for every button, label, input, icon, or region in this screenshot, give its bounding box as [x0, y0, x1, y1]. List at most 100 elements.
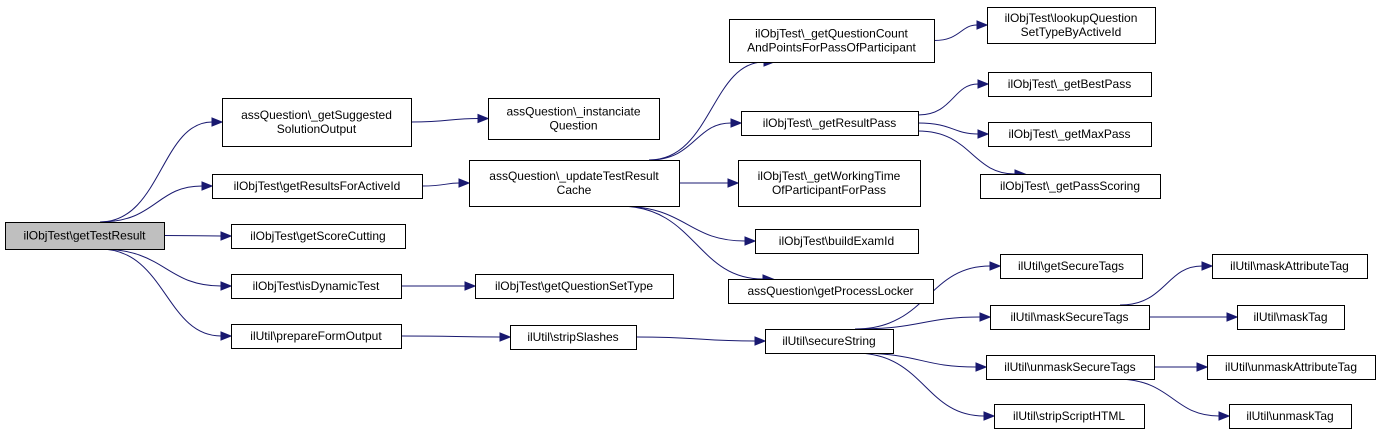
arrowhead-n19-n26 [983, 411, 996, 421]
node-label: ilUtil\unmaskSecureTags [1004, 360, 1135, 374]
node-n9[interactable]: ilObjTest\_getMaxPass [988, 122, 1152, 147]
arrowhead-n4-n12 [744, 236, 757, 246]
node-n14[interactable]: ilObjTest\getScoreCutting [231, 224, 406, 249]
node-label: assQuestion\getProcessLocker [747, 284, 913, 298]
arrowhead-n19-n20 [989, 261, 1002, 271]
node-n6[interactable]: ilObjTest\lookupQuestionSetTypeByActiveI… [987, 7, 1156, 44]
node-label: ilObjTest\_getBestPass [1008, 77, 1131, 91]
node-box [980, 174, 1161, 199]
edges-layer [99, 20, 1239, 421]
arrowhead-n4-n11 [727, 178, 740, 188]
node-label: ilObjTest\_getResultPass [763, 116, 896, 130]
node-box [755, 229, 919, 254]
node-n5[interactable]: ilObjTest\_getQuestionCountAndPointsForP… [729, 19, 935, 63]
node-box [990, 305, 1150, 330]
node-n26[interactable]: ilUtil\stripScriptHTML [994, 404, 1145, 429]
node-n18[interactable]: ilUtil\stripSlashes [510, 325, 637, 350]
node-label: Cache [557, 183, 592, 197]
edge-n7-n8 [917, 83, 979, 116]
node-n22[interactable]: ilUtil\maskAttributeTag [1212, 254, 1368, 279]
arrowhead-root-n15 [220, 281, 233, 291]
edge-root-n14 [163, 235, 222, 237]
arrowhead-n21-n22 [1201, 261, 1214, 271]
edge-n1-n2 [410, 118, 479, 123]
arrowhead-root-n14 [220, 231, 233, 241]
node-box [5, 222, 165, 250]
node-label: ilObjTest\_getQuestionCount [755, 27, 908, 41]
node-label: ilObjTest\getTestResult [23, 229, 146, 243]
edge-n7-n9 [917, 122, 979, 135]
node-n23[interactable]: ilUtil\maskTag [1237, 305, 1345, 330]
node-n3[interactable]: ilObjTest\getResultsForActiveId [212, 174, 423, 199]
edge-n5-n6 [933, 24, 978, 41]
node-label: ilObjTest\_getWorkingTime [758, 169, 901, 183]
node-label: ilUtil\maskAttributeTag [1230, 259, 1349, 273]
edge-n19-n21 [854, 316, 981, 330]
node-label: ilUtil\maskTag [1253, 310, 1327, 324]
node-n24[interactable]: ilUtil\unmaskSecureTags [986, 355, 1155, 380]
node-box [475, 274, 674, 299]
edge-n7-n10 [917, 130, 1016, 175]
node-n10[interactable]: ilObjTest\_getPassScoring [980, 174, 1161, 199]
node-label: Question [549, 119, 597, 133]
node-n11[interactable]: ilObjTest\_getWorkingTimeOfParticipantFo… [738, 160, 921, 207]
node-n17[interactable]: ilUtil\prepareFormOutput [231, 324, 402, 349]
arrowhead-n7-n9 [977, 129, 990, 139]
node-label: SetTypeByActiveId [1021, 25, 1122, 39]
edge-n3-n4 [421, 182, 460, 187]
arrowhead-n7-n8 [977, 79, 990, 89]
edge-n18-n19 [635, 336, 756, 342]
node-box [728, 279, 934, 304]
node-n13[interactable]: assQuestion\getProcessLocker [728, 279, 934, 304]
node-n21[interactable]: ilUtil\maskSecureTags [990, 305, 1150, 330]
node-box [510, 325, 637, 350]
nodes-layer: ilObjTest\getTestResult assQuestion\_getS… [5, 7, 1376, 429]
node-box [231, 324, 402, 349]
edge-n19-n26 [854, 352, 985, 417]
node-n16[interactable]: ilObjTest\getQuestionSetType [475, 274, 674, 299]
arrowhead-n17-n18 [499, 332, 512, 342]
arrowhead-n19-n21 [979, 312, 992, 322]
node-box [987, 7, 1156, 44]
edge-n24-n27 [1115, 378, 1220, 417]
arrowhead-n3-n4 [458, 178, 471, 188]
node-root[interactable]: ilObjTest\getTestResult [5, 222, 165, 250]
node-label: SolutionOutput [277, 122, 357, 136]
node-box [212, 174, 423, 199]
node-label: ilObjTest\getScoreCutting [250, 229, 385, 243]
arrowhead-n1-n2 [477, 113, 490, 124]
node-n27[interactable]: ilUtil\unmaskTag [1229, 404, 1352, 429]
node-box [988, 122, 1152, 147]
node-n15[interactable]: ilObjTest\isDynamicTest [231, 274, 402, 299]
arrowhead-root-n1 [211, 117, 224, 127]
arrowhead-root-n17 [220, 331, 233, 341]
arrowhead-n21-n23 [1226, 312, 1239, 322]
arrowhead-n5-n6 [976, 20, 989, 30]
node-box [994, 404, 1145, 429]
edge-root-n1 [99, 121, 213, 223]
node-label: ilObjTest\lookupQuestion [1005, 11, 1138, 25]
node-label: ilUtil\stripSlashes [527, 330, 618, 344]
node-label: ilObjTest\getQuestionSetType [495, 279, 653, 293]
node-n25[interactable]: ilUtil\unmaskAttributeTag [1207, 355, 1376, 380]
node-label: ilUtil\unmaskAttributeTag [1225, 360, 1357, 374]
node-label: ilUtil\prepareFormOutput [250, 329, 382, 343]
node-label: AndPointsForPassOfParticipant [747, 41, 916, 55]
node-box [986, 355, 1155, 380]
node-n19[interactable]: ilUtil\secureString [765, 329, 894, 354]
arrowhead-n19-n24 [975, 362, 988, 372]
node-n7[interactable]: ilObjTest\_getResultPass [741, 111, 919, 136]
edge-n4-n13 [618, 205, 764, 280]
edge-n4-n12 [618, 205, 746, 242]
node-n20[interactable]: ilUtil\getSecureTags [1000, 254, 1143, 279]
node-box [231, 274, 402, 299]
node-label: assQuestion\_updateTestResult [489, 169, 659, 183]
node-n12[interactable]: ilObjTest\buildExamId [755, 229, 919, 254]
node-box [231, 224, 406, 249]
node-n8[interactable]: ilObjTest\_getBestPass [988, 72, 1152, 97]
node-box [222, 98, 412, 147]
